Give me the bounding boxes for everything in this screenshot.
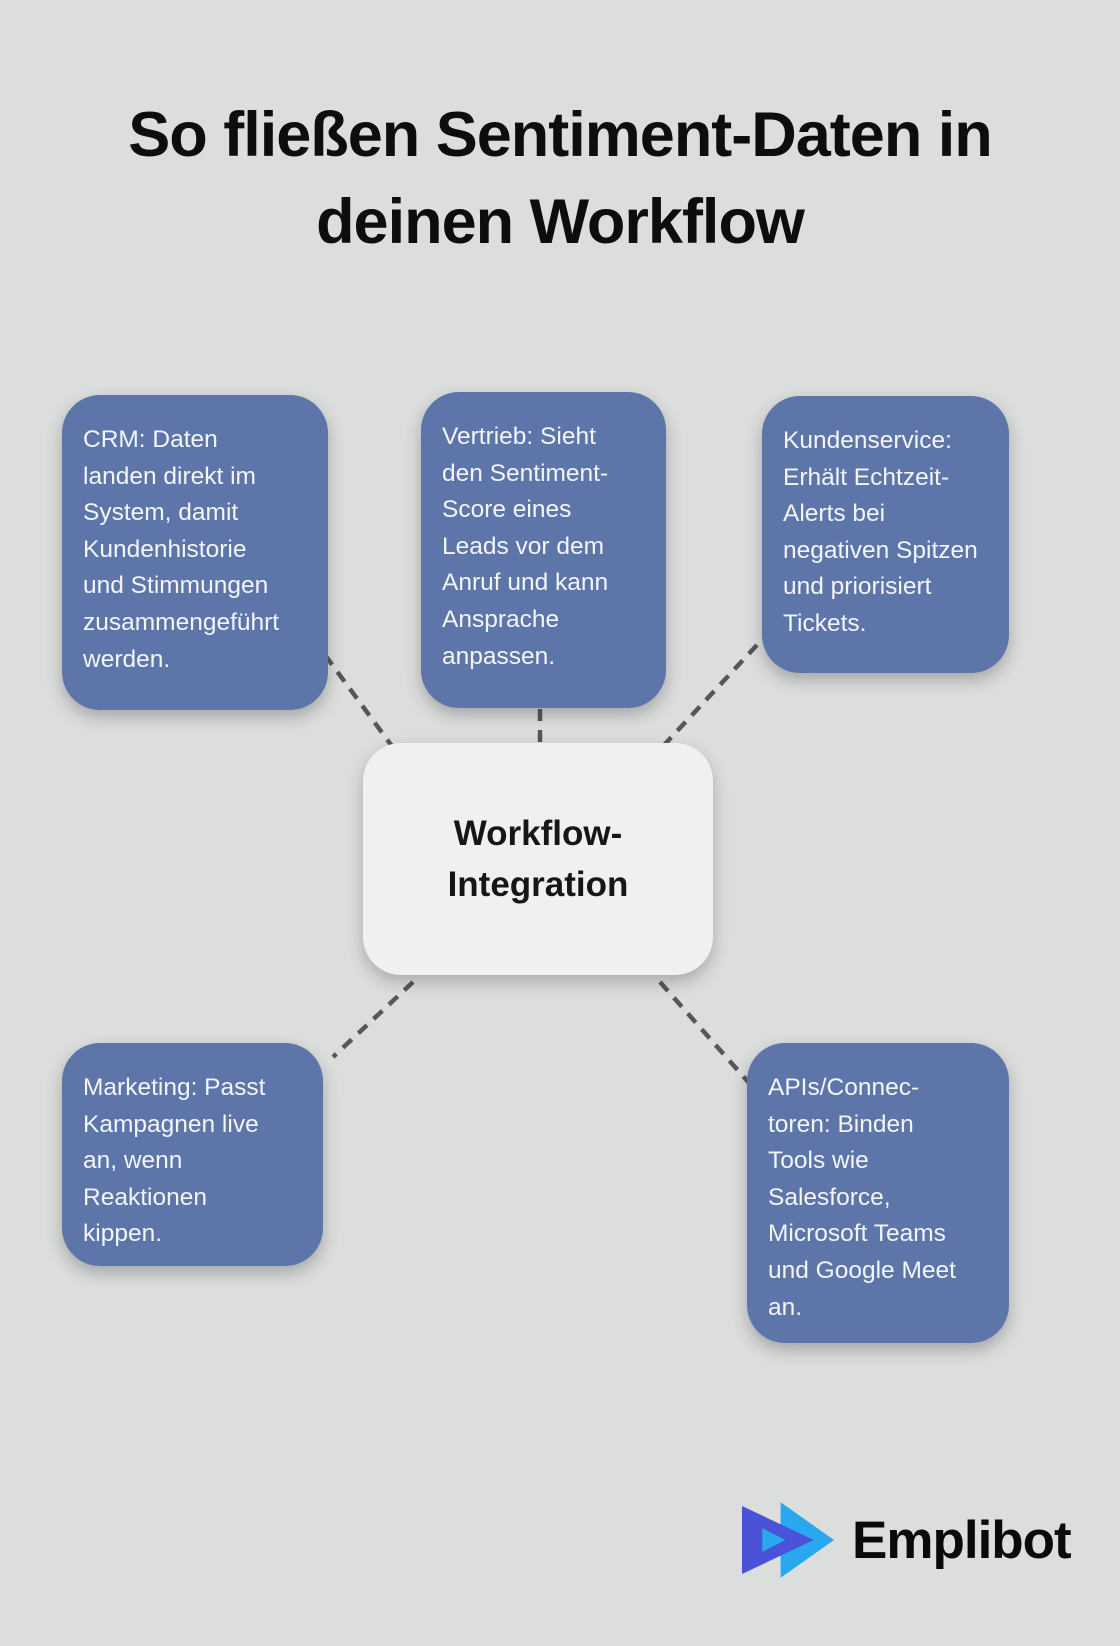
node-crm: CRM: Daten landen direkt im System, dami… <box>62 395 328 710</box>
node-vertrieb: Vertrieb: Sieht den Sentiment- Score ein… <box>421 392 666 708</box>
center-node-label: Workflow- Integration <box>447 814 629 904</box>
emplibot-play-icon <box>742 1502 834 1578</box>
page-title: So fließen Sentiment-Daten in deinen Wor… <box>128 100 993 257</box>
node-workflow-integration: Workflow- Integration <box>363 743 713 975</box>
connector-kundenservice-center <box>651 643 759 759</box>
brand-logo: Emplibot <box>742 1498 1072 1582</box>
connector-center-marketing <box>331 980 415 1059</box>
node-apis: APIs/Connec- toren: Binden Tools wie Sal… <box>747 1043 1009 1343</box>
brand-logo-text: Emplibot <box>852 1510 1072 1570</box>
node-marketing: Marketing: Passt Kampagnen live an, wenn… <box>62 1043 323 1266</box>
node-kundenservice: Kundenservice: Erhält Echtzeit- Alerts b… <box>762 396 1009 673</box>
